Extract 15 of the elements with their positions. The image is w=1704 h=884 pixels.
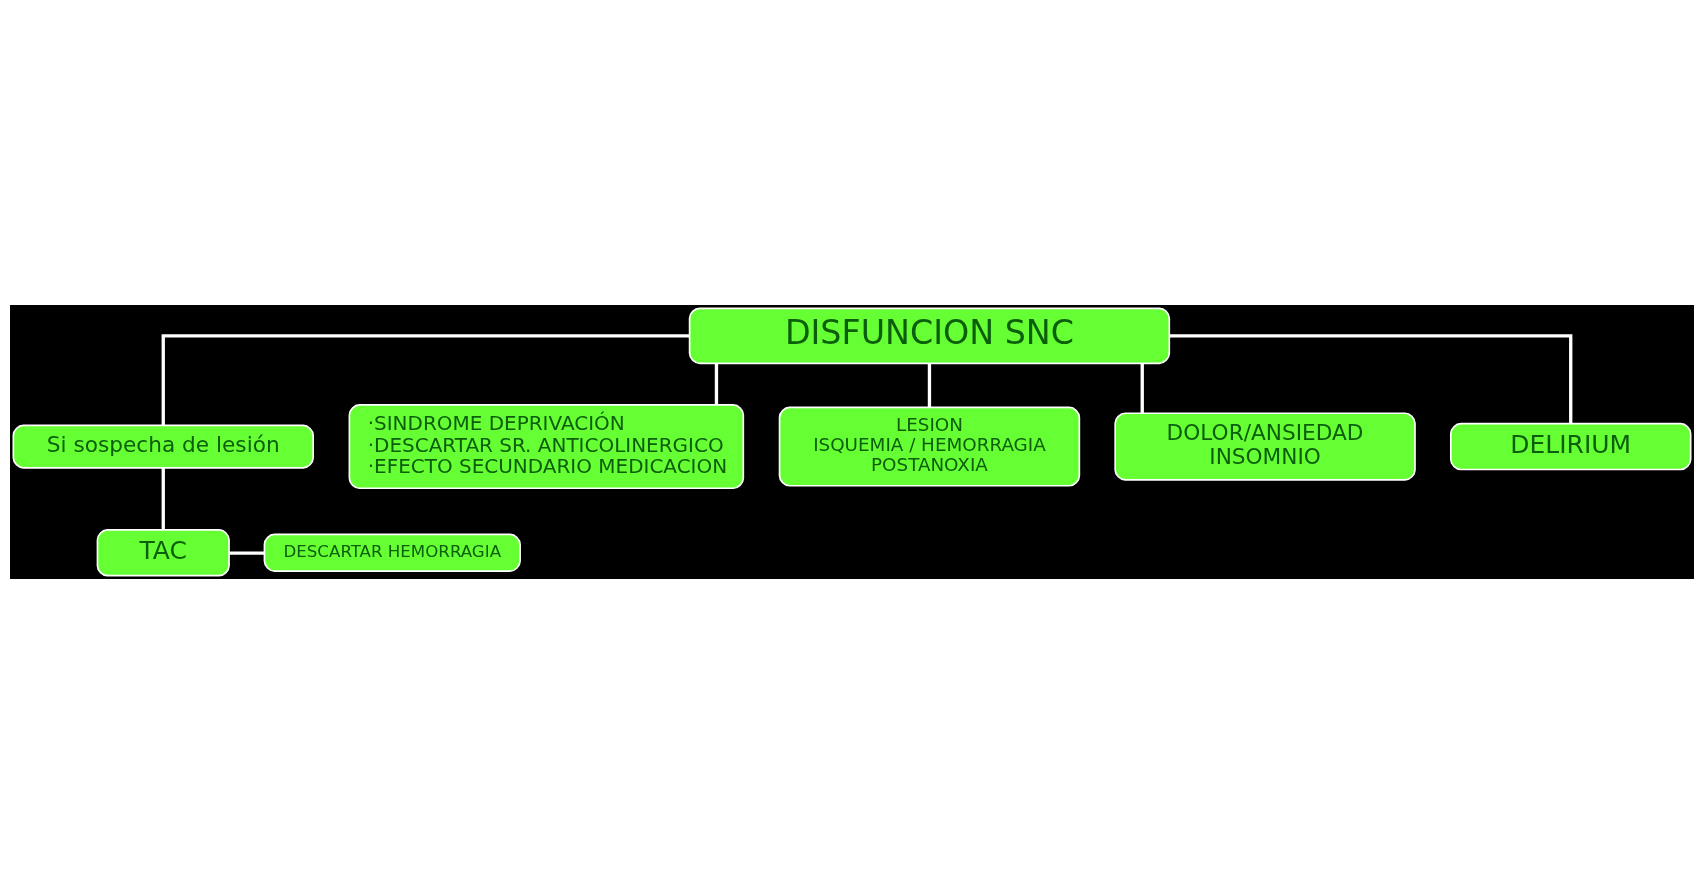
node-box: DESCARTAR HEMORRAGIA <box>263 533 521 572</box>
connector <box>1140 363 1144 413</box>
node-box: DISFUNCION SNC <box>688 307 1171 365</box>
node-box: Si sospecha de lesión <box>12 424 314 469</box>
connector <box>927 363 932 408</box>
connector <box>1169 334 1573 424</box>
node-box: DOLOR/ANSIEDAD INSOMNIO <box>1114 412 1416 481</box>
node-box: ·SINDROME DEPRIVACIÓN ·DESCARTAR SR. ANTICOLINERGICO ·EFECTO SECUNDARIO MEDICACION <box>348 404 745 490</box>
node-box: LESION ISQUEMIA / HEMORRAGIA POSTANOXIA <box>778 406 1081 487</box>
connector <box>714 363 719 405</box>
node-box: DELIRIUM <box>1449 422 1692 471</box>
connector <box>161 468 165 530</box>
connector <box>161 334 690 426</box>
node-box: TAC <box>96 529 230 577</box>
connector <box>229 551 265 555</box>
